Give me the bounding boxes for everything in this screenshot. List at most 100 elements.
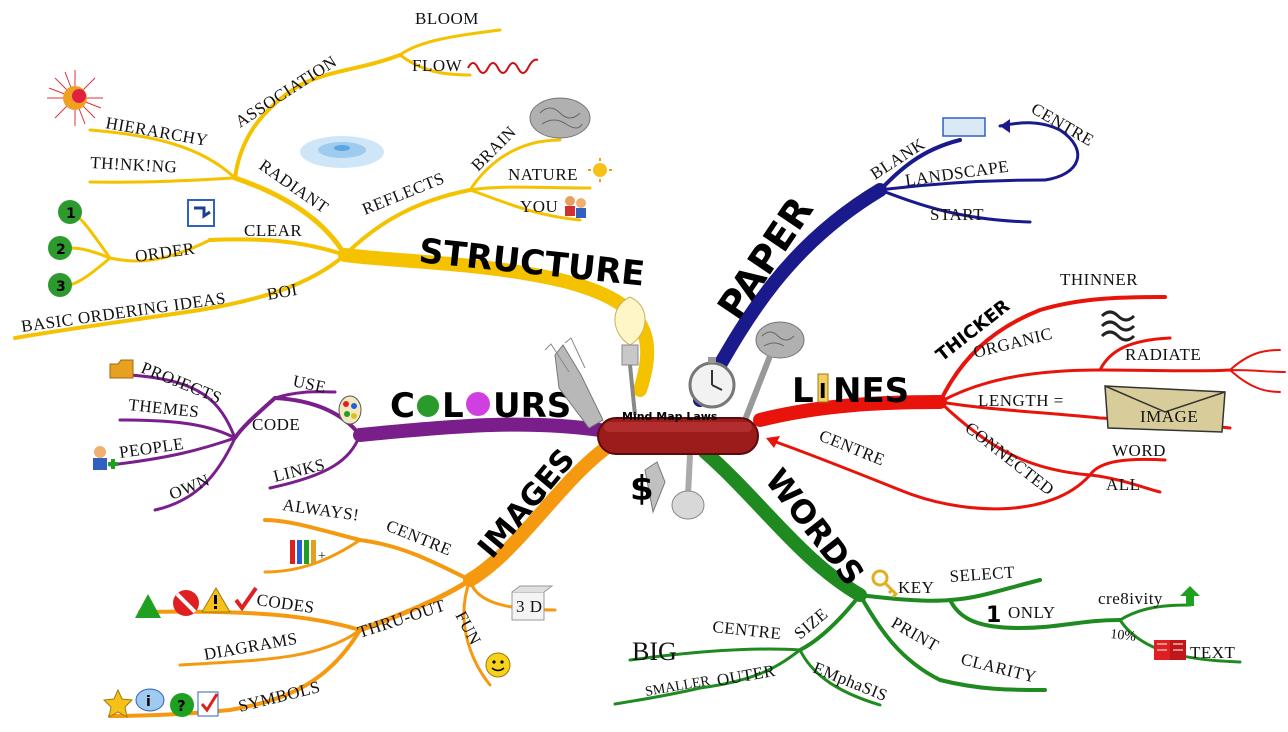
sun-icon [588, 158, 612, 182]
rectangle-icon [942, 117, 986, 137]
lightbulb-icon [614, 296, 646, 416]
lines-title-rest: NES [833, 371, 909, 411]
label-clear: CLEAR [244, 221, 302, 240]
label-always: ALWAYS! [281, 495, 360, 525]
magenta-ball-icon [466, 392, 490, 416]
label-bloom: BLOOM [415, 9, 479, 28]
triangle-icon [135, 594, 161, 618]
label-order: ORDER [134, 239, 196, 266]
label-select: SELECT [949, 562, 1016, 586]
label-landscape: LANDSCAPE [904, 157, 1010, 190]
smiley-icon [485, 652, 511, 678]
question-icon: ? [170, 693, 194, 717]
label-all: ALL [1106, 475, 1141, 494]
dice-icon: 3 D [511, 585, 554, 621]
svg-text:$: $ [630, 469, 654, 509]
label-code: CODE [252, 415, 300, 434]
label-size: SIZE [790, 604, 831, 643]
label-lines-centre: CENTRE [817, 426, 888, 470]
palette-icon [338, 395, 362, 425]
checklist-icon [197, 691, 219, 717]
pencils-plus: + [318, 549, 326, 564]
swiss-knife-icon [597, 417, 759, 455]
label-images-centre: CENTRE [384, 516, 455, 560]
no-entry-icon [173, 590, 199, 616]
label-thinner: THINNER [1060, 270, 1138, 289]
squiggle-icon [467, 58, 539, 74]
arrow-icon [187, 199, 215, 227]
checkmark-icon [234, 586, 258, 612]
colours-branch [108, 373, 607, 512]
label-ten-percent: 10% [1110, 627, 1137, 645]
structure-title: STRUCTURE [417, 231, 647, 294]
label-start: START [930, 205, 984, 224]
label-3d: 3 D [516, 597, 543, 616]
label-word: WORD [1112, 441, 1166, 460]
green-ball-icon [417, 395, 439, 417]
label-words-centre: CENTRE [712, 617, 783, 643]
label-radiate: RADIATE [1125, 345, 1201, 364]
lines-title-i: I [819, 379, 826, 403]
spoon-icon [671, 454, 705, 520]
badge-number-2: 2 [56, 242, 66, 258]
center-image: $ Mind Map Laws [544, 296, 805, 520]
people-icon [565, 196, 586, 218]
star-icon [102, 688, 134, 718]
label-diagrams: DIAGRAMS [202, 629, 299, 664]
number-badge-icon: 1 2 3 [48, 200, 82, 297]
center-label: Mind Map Laws [622, 410, 718, 423]
label-image: IMAGE [1140, 407, 1198, 426]
lines-title-l: L [792, 371, 814, 411]
label-fun: FUN [451, 608, 484, 648]
sparkle-ball-icon [47, 70, 103, 126]
user-add-icon [93, 446, 118, 470]
label-creativity: cre8ivity [1098, 589, 1163, 608]
ruler-icon [817, 373, 829, 403]
label-you: YOU [520, 197, 558, 216]
label-symbols: SYMBOLS [236, 677, 322, 716]
label-association: ASSOCIATION [232, 52, 340, 132]
stopwatch-icon [688, 357, 736, 409]
words-branch [613, 445, 1242, 707]
info-icon: i [135, 688, 165, 712]
label-themes: THEMES [128, 395, 201, 421]
label-key: KEY [898, 578, 934, 597]
folder-icon [109, 359, 134, 379]
colours-title-rest: URS [493, 386, 571, 426]
brain-icon [529, 97, 591, 139]
label-nature: NATURE [508, 165, 578, 184]
center-brain-icon [742, 321, 805, 422]
water-drop-icon [300, 136, 384, 168]
label-smaller: SMALLER [644, 674, 712, 700]
label-thruout: THRU-OUT [355, 596, 447, 642]
label-one: 1 [986, 603, 1001, 628]
label-outer: OUTER [715, 661, 777, 690]
badge-number-1: 1 [66, 206, 76, 222]
label-own: OWN [166, 470, 212, 503]
label-only: ONLY [1008, 603, 1056, 622]
wavy-lines-icon [1100, 310, 1136, 342]
envelope-icon [1104, 385, 1226, 433]
label-connected: CONNECTED [962, 418, 1058, 499]
dollar-icon: $ [630, 461, 666, 514]
glove-icon [544, 337, 604, 429]
colours-title-c: C [390, 386, 415, 426]
label-flow: FLOW [412, 56, 463, 75]
book-icon [1154, 640, 1186, 660]
badge-number-3: 3 [56, 279, 66, 295]
images-title: IMAGES [471, 442, 582, 565]
label-clarity: CLARITY [959, 649, 1038, 686]
up-arrow-icon [1180, 586, 1200, 606]
label-text: TEXT [1190, 643, 1236, 662]
svg-text:?: ? [177, 697, 186, 715]
label-hierarchy: HIERARCHY [104, 113, 209, 150]
label-big: BIG [632, 637, 677, 666]
warning-icon [201, 587, 231, 613]
svg-text:i: i [146, 694, 151, 710]
label-emphasis: EMphaSIS [811, 658, 891, 705]
label-boi: BOI [265, 280, 299, 304]
label-length: LENGTH = [978, 391, 1064, 410]
colours-title-l: L [442, 386, 464, 426]
key-icon [871, 569, 899, 599]
